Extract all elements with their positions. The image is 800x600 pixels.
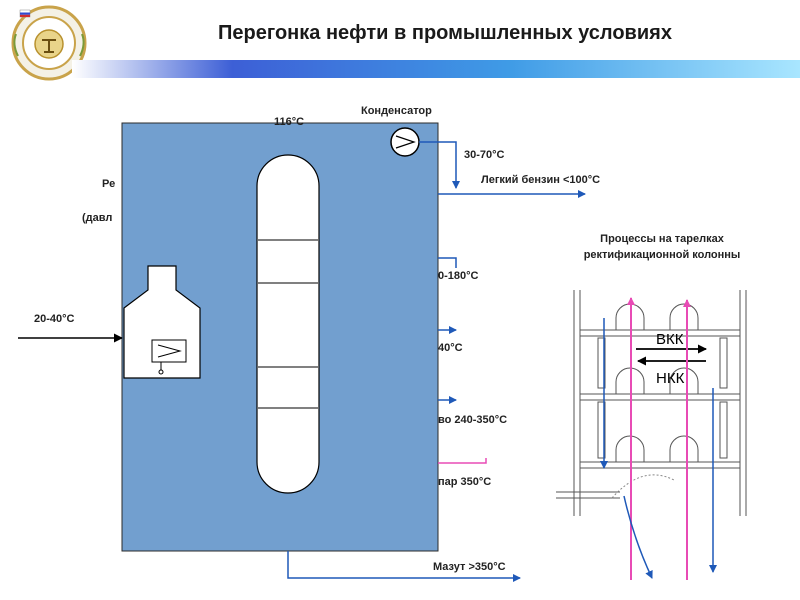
steam-line: [438, 458, 487, 464]
label-nkk: НКК: [656, 370, 685, 387]
label-inlet-temp: 20-40°C: [34, 313, 75, 325]
label-partial-steam: пар 350°C: [438, 476, 492, 488]
tray-process-illustration: [556, 290, 747, 516]
flow-side-cut-1: [438, 257, 457, 268]
label-light-gasoline: Легкий бензин <100°C: [481, 174, 601, 186]
label-temp-116: 116°C: [274, 116, 305, 128]
label-fuel-oil: Мазут >350°C: [433, 561, 506, 573]
title-gradient-bar: [72, 60, 800, 78]
label-partial-240-350: во 240-350°C: [438, 414, 508, 426]
distillation-column: [256, 154, 320, 494]
label-condenser: Конденсатор: [361, 105, 432, 117]
label-partial-40: 40°C: [438, 342, 463, 354]
liquid-flow-3: [623, 495, 653, 579]
flow-condenser-down: [419, 141, 460, 189]
label-partial-180: 0-180°C: [438, 270, 479, 282]
university-seal-logo: [11, 5, 87, 81]
label-temp-30-70: 30-70°C: [464, 149, 505, 161]
label-partial-pressure: (давл: [82, 212, 113, 224]
label-partial-re: Ре: [102, 178, 116, 190]
flow-fuel-oil: [287, 551, 521, 582]
slide-title: Перегонка нефти в промышленных условиях: [218, 22, 672, 44]
label-vkk: ВКК: [656, 331, 684, 348]
label-process-heading: Процессы на тарелках ректификационной ко…: [583, 233, 741, 261]
